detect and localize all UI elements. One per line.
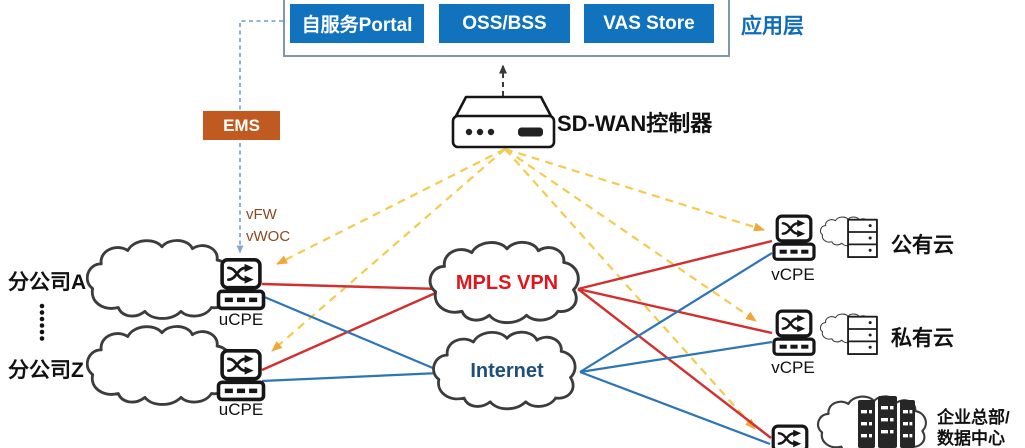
internet-link-ucpe-a <box>261 294 441 373</box>
mpls-link-vcpe-3 <box>577 288 772 439</box>
mpls-links <box>261 239 773 439</box>
control-link-vcpe-3 <box>504 148 756 430</box>
mpls-link-vcpe-2 <box>577 287 773 335</box>
vas-store-label: VAS Store <box>603 12 695 34</box>
mpls-link-ucpe-a <box>261 282 441 291</box>
hq-label-line1: 企业总部/ <box>937 408 1010 427</box>
control-link-ucpe-a <box>276 148 506 265</box>
hq-label-line2: 数据中心 <box>937 429 1005 448</box>
application-layer-label: 应用层 <box>741 15 804 38</box>
mpls-link-vcpe-1 <box>577 239 773 291</box>
internet-link-vcpe-1 <box>579 252 773 373</box>
mpls-vpn-label: MPLS VPN <box>455 272 559 294</box>
oss-bss-button: OSS/BSS <box>439 4 570 43</box>
datacenter-icon <box>816 395 928 448</box>
vfw-label: vFW <box>246 206 277 223</box>
vcpe-1-label: vCPE <box>771 265 815 284</box>
vwoc-label: vWOC <box>246 228 291 245</box>
mgmt-dashed-link <box>236 20 283 254</box>
branch-z-label: 分公司Z <box>8 359 84 382</box>
self-service-portal-label: 自服务Portal <box>301 15 413 36</box>
branch-z-cloud <box>86 325 233 406</box>
ucpe-a-icon <box>216 258 266 311</box>
public-cloud-label: 公有云 <box>891 234 954 257</box>
control-link-vcpe-2 <box>504 148 757 322</box>
branch-a-cloud <box>86 239 233 320</box>
ems-label: EMS <box>223 115 260 135</box>
oss-bss-label: OSS/BSS <box>462 12 547 34</box>
sdwan-controller-icon <box>451 95 556 149</box>
ucpe-z-label: uCPE <box>218 400 264 419</box>
public-cloud-icon <box>820 217 876 257</box>
headquarters-datacenter-label: 企业总部/ 数据中心 <box>937 407 1010 448</box>
ucpe-z-icon <box>216 349 266 402</box>
vnf-labels: vFW vWOC <box>246 204 290 248</box>
private-cloud-label: 私有云 <box>891 327 954 350</box>
private-cloud-icon <box>820 314 876 354</box>
internet-link-vcpe-3 <box>579 370 771 446</box>
internet-link-ucpe-z <box>261 371 441 383</box>
control-link-vcpe-1 <box>504 147 765 232</box>
vcpe-1-icon <box>772 214 816 262</box>
vcpe-2-icon <box>772 309 816 357</box>
branch-a-label: 分公司A <box>8 271 87 294</box>
ucpe-a-label: uCPE <box>218 310 264 329</box>
sdwan-controller-label: SD-WAN控制器 <box>557 111 713 136</box>
ems-box: EMS <box>203 111 280 140</box>
vcpe-3-icon <box>768 424 812 448</box>
vcpe-2-label: vCPE <box>771 358 815 377</box>
branch-ellipsis-icon <box>39 303 45 341</box>
internet-label: Internet <box>470 360 544 382</box>
internet-links <box>261 252 773 446</box>
vas-store-button: VAS Store <box>584 4 714 43</box>
mpls-link-ucpe-z <box>261 289 441 372</box>
self-service-portal-button: 自服务Portal <box>290 4 424 43</box>
internet-link-vcpe-2 <box>579 340 773 374</box>
